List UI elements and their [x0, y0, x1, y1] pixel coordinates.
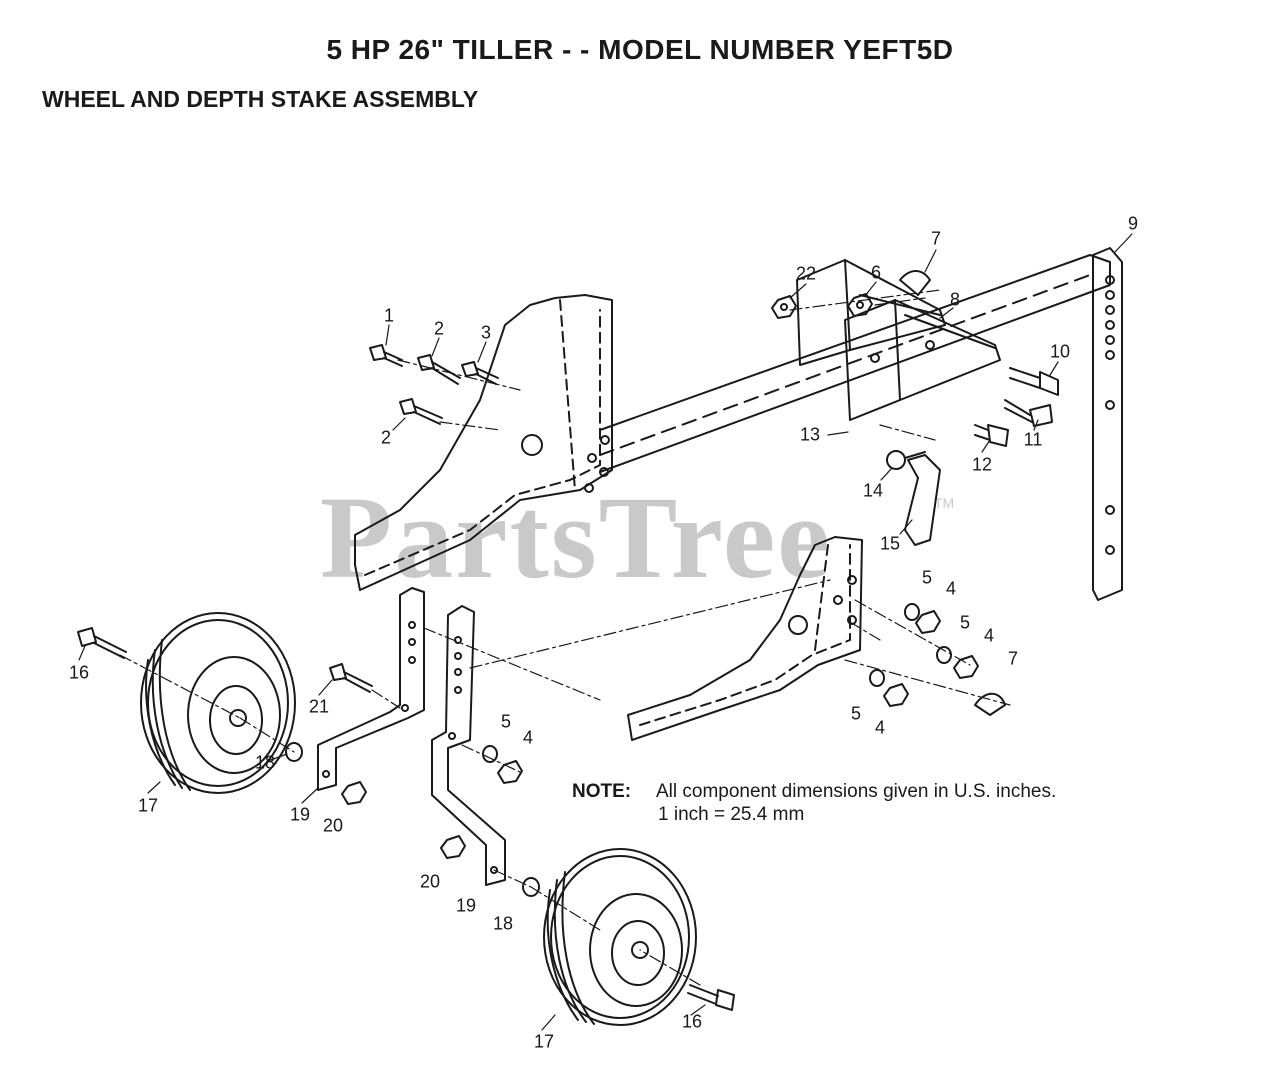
callout-4: 4	[983, 625, 995, 646]
callout-16: 16	[681, 1011, 703, 1032]
callout-14: 14	[862, 480, 884, 501]
fasteners	[285, 270, 1006, 897]
callout-15: 15	[879, 533, 901, 554]
callout-22: 22	[795, 263, 817, 284]
callout-4: 4	[945, 578, 957, 599]
callout-16: 16	[68, 662, 90, 683]
callout-20: 20	[322, 815, 344, 836]
callout-6: 6	[870, 262, 882, 283]
callout-19: 19	[455, 895, 477, 916]
callout-11: 11	[1023, 429, 1043, 450]
bolts	[77, 344, 1059, 1011]
callout-4: 4	[874, 717, 886, 738]
callout-9: 9	[1127, 213, 1139, 234]
callout-7: 7	[930, 228, 942, 249]
callout-1: 1	[383, 305, 395, 326]
left-frame-bracket	[354, 294, 613, 591]
callout-19: 19	[289, 804, 311, 825]
leader-lines	[78, 233, 1133, 1031]
callout-5: 5	[850, 703, 862, 724]
callout-12: 12	[971, 454, 993, 475]
callout-10: 10	[1049, 341, 1071, 362]
assembly-lines	[119, 289, 1011, 986]
watermark-trademark: TM	[934, 495, 955, 511]
page-title: 5 HP 26" TILLER - - MODEL NUMBER YEFT5D	[326, 34, 954, 65]
callout-5: 5	[921, 567, 933, 588]
depth-stake-bracket	[796, 259, 1001, 421]
callout-17: 17	[533, 1031, 555, 1052]
wheel-bracket-right	[431, 605, 506, 886]
section-title: WHEEL AND DEPTH STAKE ASSEMBLY	[42, 86, 479, 112]
wheel-left	[140, 612, 296, 794]
note-line-2: 1 inch = 25.4 mm	[658, 804, 805, 825]
wheel-bracket-left	[317, 587, 425, 791]
callout-2: 2	[433, 318, 445, 339]
note-line-1: All component dimensions given in U.S. i…	[656, 781, 1057, 802]
wheel-right	[543, 848, 697, 1026]
callout-18: 18	[254, 752, 276, 773]
stake-clip	[886, 450, 941, 546]
callout-4: 4	[522, 727, 534, 748]
callout-18: 18	[492, 913, 514, 934]
callout-3: 3	[480, 322, 492, 343]
watermark-text: PartsTree	[320, 472, 832, 603]
callout-8: 8	[949, 289, 961, 310]
callout-20: 20	[419, 871, 441, 892]
callout-7: 7	[1007, 648, 1019, 669]
callout-13: 13	[799, 424, 821, 445]
callout-21: 21	[308, 696, 330, 717]
note-label: NOTE:	[572, 781, 632, 802]
callout-5: 5	[959, 612, 971, 633]
callout-2: 2	[380, 427, 392, 448]
callout-17: 17	[137, 795, 159, 816]
depth-stake	[1092, 247, 1123, 601]
callout-5: 5	[500, 711, 512, 732]
right-frame-bracket	[627, 536, 863, 741]
dimension-note: NOTE: All component dimensions given in U…	[572, 780, 1056, 826]
